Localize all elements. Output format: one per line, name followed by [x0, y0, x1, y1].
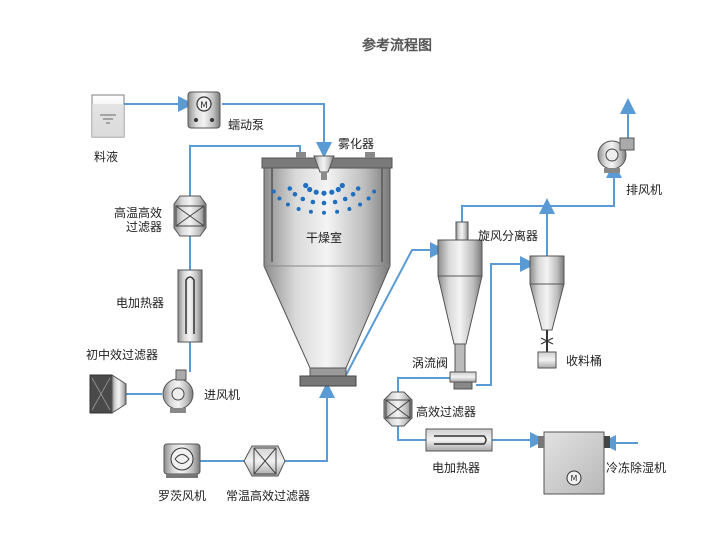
inlet-fan [162, 369, 194, 413]
spray-droplet [321, 200, 327, 206]
exhaust-fan [597, 137, 635, 173]
label-exhaust-fan: 排风机 [626, 183, 663, 197]
label-feed-liquid: 料液 [94, 150, 119, 164]
label-primary-filter: 初中效过滤器 [86, 348, 159, 362]
collection-barrel [537, 351, 557, 369]
spray-droplet [372, 189, 377, 194]
spray-droplet [342, 196, 348, 202]
label-electric-heater-left: 电加热器 [116, 296, 165, 310]
svg-text:M: M [571, 474, 578, 483]
spray-droplet [321, 190, 327, 196]
spray-droplet [335, 186, 341, 193]
spray-droplet [292, 192, 298, 197]
pipe-vortex-to-small-cyclone [476, 256, 536, 386]
spray-droplet [303, 182, 309, 189]
electric-heater-left [177, 269, 203, 343]
pipe-hepa-to-chamber [285, 382, 335, 462]
spray-droplet [347, 207, 352, 211]
label-hepa-filter: 高效过滤器 [416, 405, 477, 419]
spray-droplet [332, 199, 338, 205]
label-vortex-valve: 涡流阀 [412, 356, 449, 370]
pipes [124, 96, 638, 462]
pipe-chamber-to-cyclone [344, 242, 446, 378]
cyclone-separator [437, 221, 483, 390]
pipe-cyclone-to-exhaust [461, 162, 622, 222]
hi-temp-hepa-filter [173, 195, 207, 237]
pipe-valve-to-hepa [397, 377, 450, 392]
pipe-pump-to-atomizer [222, 103, 332, 158]
label-peristaltic-pump: 蠕动泵 [228, 118, 265, 132]
label-electric-heater-bottom: 电加热器 [432, 461, 481, 475]
label-roots-blower: 罗茨风机 [158, 489, 207, 503]
spray-droplet [322, 210, 326, 215]
label-cyclone: 旋风分离器 [478, 229, 539, 243]
diagram-title: 参考流程图 [362, 38, 432, 54]
label-drying-chamber: 干燥室 [306, 231, 343, 245]
svg-text:M: M [200, 101, 208, 111]
spray-droplet [307, 186, 313, 193]
feed-tank [91, 94, 125, 138]
spray-droplet [335, 209, 340, 214]
room-temp-hepa-filter [243, 445, 286, 477]
atomized-spray [271, 182, 377, 215]
roots-blower [163, 443, 201, 478]
drying-chamber [261, 152, 393, 387]
label-inlet-fan: 进风机 [204, 388, 241, 402]
spray-droplet [308, 209, 313, 214]
primary-filter [89, 374, 127, 414]
label-freeze-dehumidifier: 冷冻除湿机 [606, 461, 667, 475]
spray-droplet [350, 192, 356, 197]
spray-droplet [277, 196, 282, 201]
label-room-temp-hepa: 常温高效过滤器 [226, 489, 311, 503]
spray-droplet [358, 202, 363, 207]
spray-droplet [285, 202, 290, 207]
spray-droplet [329, 189, 335, 195]
freeze-dehumidifier: M [538, 431, 610, 495]
spray-droplet [300, 196, 306, 202]
spray-droplet [296, 207, 301, 211]
hepa-filter [383, 391, 413, 427]
spray-droplet [271, 189, 276, 194]
spray-droplet [287, 186, 293, 191]
spray-droplet [310, 199, 316, 205]
label-collection-barrel: 收料桶 [566, 354, 603, 368]
spray-droplet [313, 189, 319, 195]
pipe-hepa-to-heater [397, 426, 426, 441]
spray-droplet [339, 182, 345, 189]
peristaltic-pump: M [187, 91, 221, 129]
small-cyclone [529, 255, 565, 352]
label-hi-temp-hepa: 高温高效 过滤器 [114, 206, 163, 234]
spray-droplet [366, 196, 371, 201]
label-atomizer: 雾化器 [338, 137, 375, 151]
spray-droplet [355, 186, 361, 191]
electric-heater-bottom [425, 428, 493, 452]
